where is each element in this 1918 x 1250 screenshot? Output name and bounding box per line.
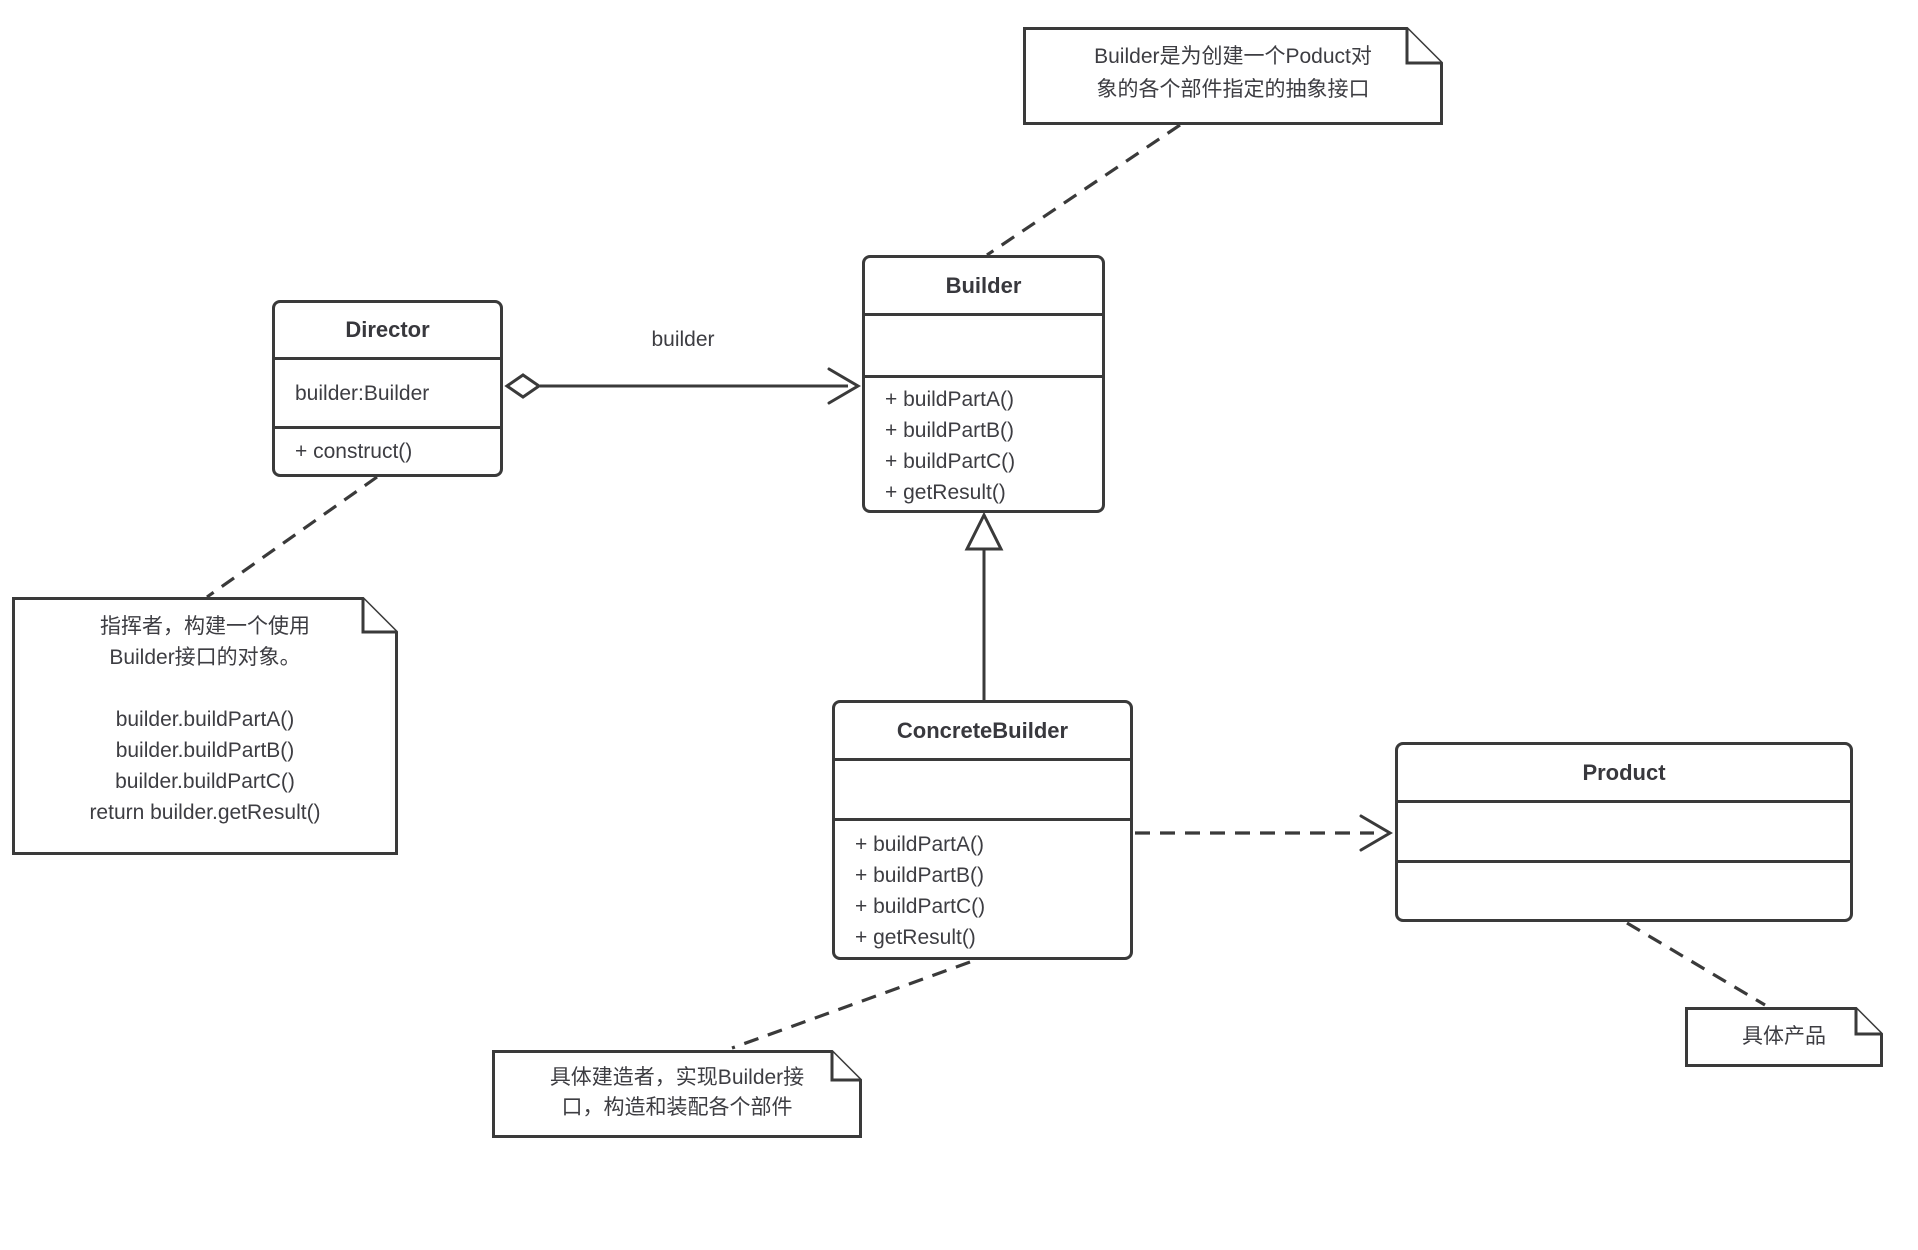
method: + buildPartA() bbox=[855, 833, 984, 856]
method: + buildPartB() bbox=[855, 864, 984, 887]
aggregation-diamond-icon bbox=[504, 373, 542, 399]
note-text: 具体产品 bbox=[1742, 1025, 1826, 1048]
class-title: Product bbox=[1398, 745, 1850, 803]
class-methods bbox=[1398, 863, 1850, 919]
note-text: 具体建造者，实现Builder接 口，构造和装配各个部件 bbox=[549, 1066, 805, 1119]
note-shape bbox=[12, 597, 398, 855]
note-shape bbox=[492, 1050, 862, 1138]
method: + buildPartA() bbox=[885, 388, 1014, 411]
class-methods: + buildPartA() + buildPartB() + buildPar… bbox=[865, 378, 1102, 510]
class-attributes bbox=[1398, 803, 1850, 863]
edge-note-product bbox=[1626, 921, 1766, 1007]
method: + buildPartB() bbox=[885, 419, 1014, 442]
class-title: Builder bbox=[865, 258, 1102, 316]
method: + getResult() bbox=[855, 926, 976, 949]
note-shape bbox=[1023, 27, 1443, 125]
edge-note-builder bbox=[986, 123, 1181, 257]
note-concretebuilder-description[interactable]: 具体建造者，实现Builder接 口，构造和装配各个部件 bbox=[492, 1050, 862, 1138]
method: + getResult() bbox=[885, 481, 1006, 504]
fold-corner-icon bbox=[830, 1051, 861, 1082]
open-arrowhead-icon bbox=[827, 367, 861, 405]
note-text: 指挥者，构建一个使用 Builder接口的对象。 builder.buildPa… bbox=[89, 615, 321, 824]
note-builder-description[interactable]: Builder是为创建一个Poduct对 象的各个部件指定的抽象接口 bbox=[1023, 27, 1443, 125]
class-methods: + buildPartA() + buildPartB() + buildPar… bbox=[835, 821, 1130, 957]
note-text: Builder是为创建一个Poduct对 象的各个部件指定的抽象接口 bbox=[1094, 45, 1372, 101]
edge-director-builder-aggregation bbox=[504, 367, 861, 405]
class-title: ConcreteBuilder bbox=[835, 703, 1130, 761]
note-shape bbox=[1685, 1007, 1883, 1067]
class-product[interactable]: Product bbox=[1395, 742, 1853, 922]
class-attributes: builder:Builder bbox=[275, 360, 500, 429]
open-arrowhead-icon bbox=[1359, 814, 1393, 852]
edge-note-concretebuilder bbox=[731, 960, 971, 1050]
edge-concretebuilder-builder-generalization bbox=[964, 511, 1004, 700]
class-builder[interactable]: Builder + buildPartA() + buildPartB() + … bbox=[862, 255, 1105, 513]
fold-corner-icon bbox=[1854, 1008, 1882, 1036]
method: + construct() bbox=[295, 440, 413, 463]
class-title: Director bbox=[275, 303, 500, 360]
class-attributes bbox=[835, 761, 1130, 821]
note-director-description[interactable]: 指挥者，构建一个使用 Builder接口的对象。 builder.buildPa… bbox=[12, 597, 398, 855]
edge-label-builder: builder bbox=[651, 328, 715, 351]
generalization-triangle-icon bbox=[964, 511, 1004, 551]
class-methods: + construct() bbox=[275, 429, 500, 474]
class-concretebuilder[interactable]: ConcreteBuilder + buildPartA() + buildPa… bbox=[832, 700, 1133, 960]
attribute: builder:Builder bbox=[295, 381, 430, 405]
class-director[interactable]: Director builder:Builder + construct() bbox=[272, 300, 503, 477]
edge-note-director bbox=[206, 475, 378, 599]
method: + buildPartC() bbox=[855, 895, 986, 918]
method: + buildPartC() bbox=[885, 450, 1016, 473]
class-attributes bbox=[865, 316, 1102, 378]
edge-concretebuilder-product-dependency bbox=[1135, 814, 1393, 852]
fold-corner-icon bbox=[1405, 28, 1442, 65]
fold-corner-icon bbox=[361, 598, 397, 634]
note-product-description[interactable]: 具体产品 bbox=[1685, 1007, 1883, 1067]
